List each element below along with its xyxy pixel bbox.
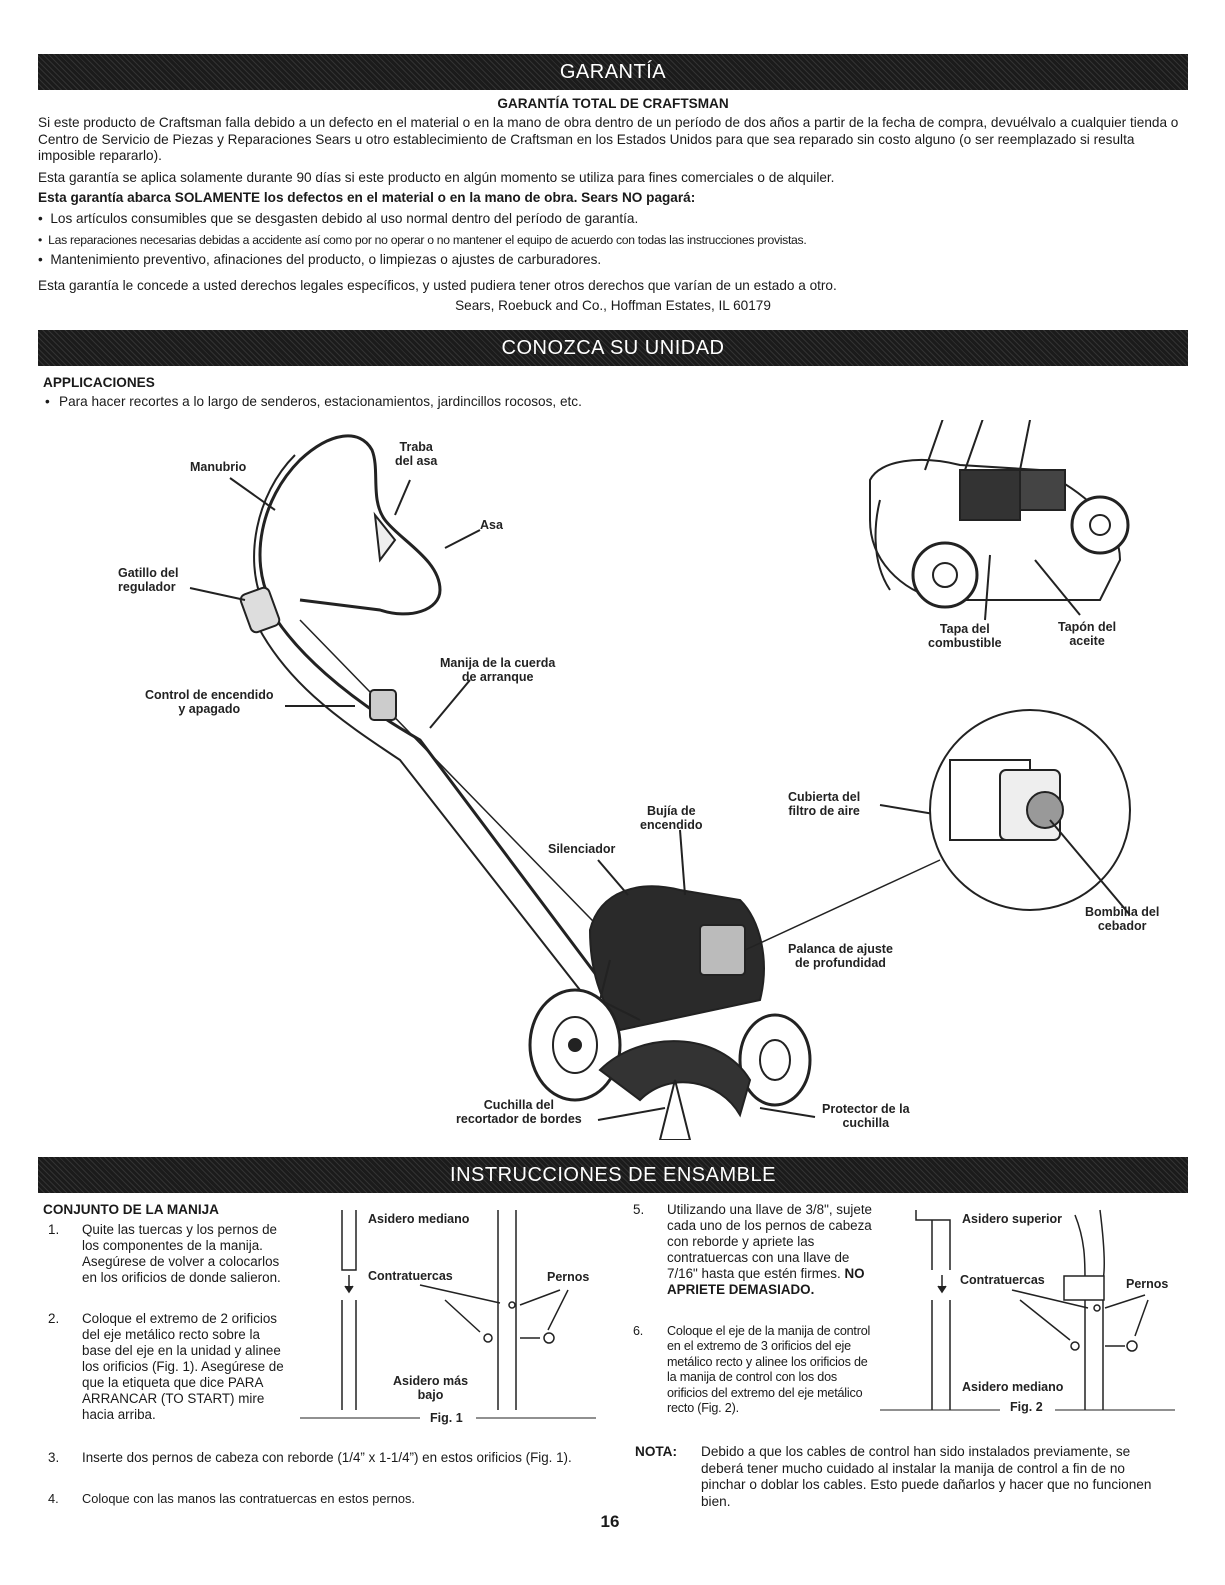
label-bujia: Bujía de encendido (640, 804, 703, 832)
figure-1-illustration (300, 1210, 596, 1419)
step-text: Coloque el eje de la manija de control e… (667, 1324, 871, 1416)
step-text: Quite las tuercas y los pernos de los co… (82, 1222, 281, 1285)
fig2-label-pernos: Pernos (1126, 1277, 1169, 1291)
warranty-bullet: • Mantenimiento preventivo, afinaciones … (38, 252, 602, 267)
label-gatillo-regulador: Gatillo del regulador (118, 566, 179, 594)
warranty-title: GARANTÍA TOTAL DE CRAFTSMAN (497, 96, 729, 111)
warranty-paragraph-1: Si este producto de Craftsman falla debi… (38, 115, 1179, 163)
assembly-section-title: CONJUNTO DE LA MANIJA (43, 1202, 219, 1217)
step-text: Coloque con las manos las contratuercas … (82, 1491, 415, 1506)
applications-bullet-text: Para hacer recortes a lo largo de sender… (59, 394, 582, 409)
assembly-step-2: 2. Coloque el extremo de 2 orificios del… (48, 1311, 298, 1441)
step-number: 3. (48, 1450, 60, 1465)
label-palanca-ajuste: Palanca de ajuste de profundidad (788, 942, 893, 970)
fig2-label-asidero-superior: Asidero superior (962, 1212, 1063, 1226)
label-tapon-aceite: Tapón del aceite (1058, 620, 1117, 648)
applications-bullet: • Para hacer recortes a lo largo de send… (43, 394, 603, 411)
page-number: 16 (600, 1512, 620, 1531)
label-protector: Protector de la cuchilla (822, 1102, 910, 1130)
label-filtro-aire: Cubierta del filtro de aire (788, 790, 861, 818)
step-number: 4. (48, 1491, 59, 1506)
step-text: Inserte dos pernos de cabeza con reborde… (82, 1450, 572, 1465)
assembly-step-1: 1. Quite las tuercas y los pernos de los… (48, 1222, 298, 1302)
label-traba-del-asa: Traba del asa (395, 440, 438, 468)
step-text: Utilizando una llave de 3/8", sujete cad… (667, 1202, 872, 1281)
label-manubrio: Manubrio (190, 460, 247, 474)
label-bombilla-cebador: Bombilla del cebador (1085, 905, 1160, 933)
step-number: 1. (48, 1222, 60, 1237)
bullet-text: Mantenimiento preventivo, afinaciones de… (50, 252, 602, 267)
assembly-step-5: 5. Utilizando una llave de 3/8", sujete … (633, 1202, 893, 1322)
label-manija-cuerda: Manija de la cuerda de arranque (440, 656, 556, 684)
label-cuchilla: Cuchilla del recortador de bordes (456, 1098, 582, 1126)
label-tapa-combustible: Tapa del combustible (928, 622, 1002, 650)
assembly-step-3: 3. Inserte dos pernos de cabeza con rebo… (48, 1450, 608, 1486)
step-number: 5. (633, 1202, 645, 1217)
figure-2-illustration (880, 1209, 1175, 1411)
warranty-paragraph-2: Esta garantía se aplica solamente durant… (38, 170, 835, 185)
step-warning: NO APRIETE DEMASIADO. (667, 1266, 865, 1297)
fig2-caption: Fig. 2 (1010, 1400, 1043, 1414)
label-control-encendido: Control de encendido y apagado (145, 688, 274, 716)
bullet-text: Las reparaciones necesarias debidas a ac… (48, 232, 807, 247)
applications-title: APPLICACIONES (43, 375, 155, 390)
step-number: 2. (48, 1311, 60, 1326)
fig2-label-contratuercas: Contratuercas (960, 1273, 1045, 1287)
step-text: Coloque el extremo de 2 orificios del ej… (82, 1311, 284, 1422)
assembly-step-4: 4. Coloque con las manos las contratuerc… (48, 1491, 608, 1511)
label-silenciador: Silenciador (548, 842, 616, 856)
note-text: Debido a que los cables de control han s… (701, 1444, 1152, 1509)
unit-banner: CONOZCA SU UNIDAD (38, 330, 1188, 366)
bullet-text: Los artículos consumibles que se desgast… (50, 211, 639, 226)
warranty-bullet-list: • Los artículos consumibles que se desga… (38, 211, 1188, 269)
warranty-paragraph-3: Esta garantía abarca SOLAMENTE los defec… (38, 190, 696, 205)
warranty-address: Sears, Roebuck and Co., Hoffman Estates,… (455, 298, 771, 313)
assembly-step-6: 6. Coloque el eje de la manija de contro… (633, 1324, 893, 1444)
note-label: NOTA: (635, 1444, 678, 1459)
edger-illustration (189, 420, 1131, 1140)
fig2-label-asidero-mediano: Asidero mediano (962, 1380, 1064, 1394)
fig1-label-pernos: Pernos (547, 1270, 590, 1284)
fig1-label-asidero-mediano: Asidero mediano (368, 1212, 470, 1226)
label-asa: Asa (480, 518, 503, 532)
warranty-paragraph-4: Esta garantía le concede a usted derecho… (38, 278, 837, 293)
step-number: 6. (633, 1324, 644, 1338)
assembly-banner: INSTRUCCIONES DE ENSAMBLE (38, 1157, 1188, 1193)
warranty-bullet: • Las reparaciones necesarias debidas a … (38, 232, 807, 247)
fig1-label-asidero-bajo: Asidero más bajo (393, 1374, 469, 1402)
warranty-bullet: • Los artículos consumibles que se desga… (38, 211, 639, 226)
fig1-caption: Fig. 1 (430, 1411, 463, 1425)
warranty-banner: GARANTÍA (38, 54, 1188, 90)
fig1-label-contratuercas: Contratuercas (368, 1269, 453, 1283)
